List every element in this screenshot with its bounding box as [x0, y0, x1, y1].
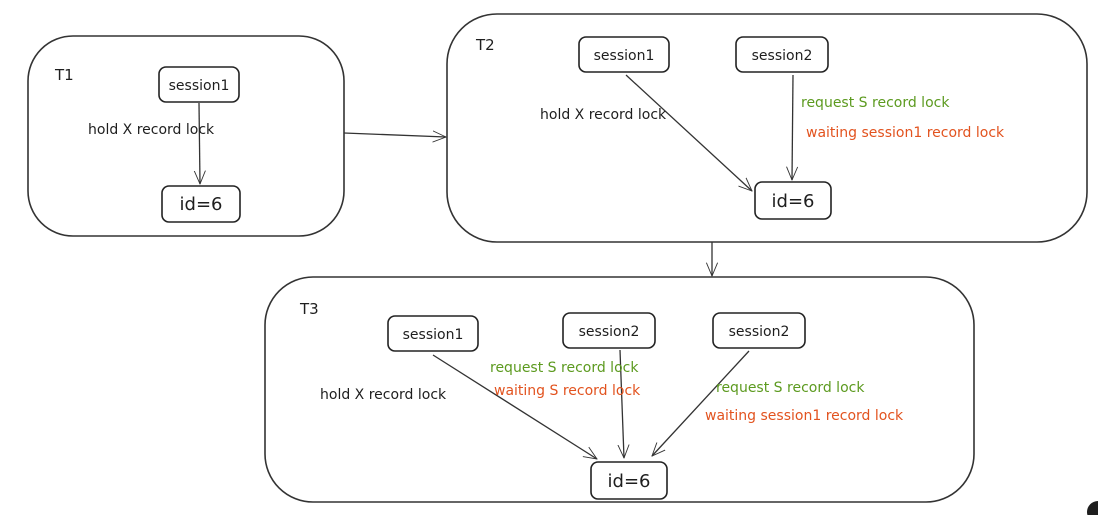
frame-t1: T1 session1 id=6 hold X record lock — [27, 35, 345, 237]
corner-shape-icon — [1087, 501, 1098, 515]
t3-record-label: id=6 — [608, 471, 651, 492]
transition-t1-to-t2 — [343, 133, 446, 137]
t2-annotation-waiting: waiting session1 record lock — [806, 125, 1005, 141]
t3-annotation-waiting-a: waiting S record lock — [494, 383, 641, 399]
frame-t1-title: T1 — [54, 66, 74, 84]
t1-session1-box — [158, 66, 240, 103]
t2-session1-node[interactable]: session1 — [578, 36, 670, 73]
frame-t2: T2 session1 session2 id=6 hold X record … — [446, 13, 1088, 243]
t3-edge-session2a-to-record — [620, 349, 624, 458]
t3-session1-label: session1 — [403, 327, 464, 343]
t3-session1-node[interactable]: session1 — [387, 315, 479, 352]
t1-record-box — [161, 185, 241, 223]
t1-edge-session1-to-record — [199, 102, 200, 184]
t1-record-label: id=6 — [180, 194, 223, 215]
t2-session1-label: session1 — [594, 48, 655, 64]
t2-edge-session2-to-record — [792, 74, 793, 180]
t3-session2-box-b — [712, 312, 806, 349]
t2-session1-box — [578, 36, 670, 73]
t3-session2-label-a: session2 — [579, 324, 640, 340]
t3-record-node[interactable]: id=6 — [590, 461, 668, 500]
t1-record-node[interactable]: id=6 — [161, 185, 241, 223]
t3-annotation-request-a: request S record lock — [490, 360, 639, 376]
t2-record-node[interactable]: id=6 — [754, 181, 832, 220]
t3-session2-box-a — [562, 312, 656, 349]
t3-session1-box — [387, 315, 479, 352]
frame-t3: T3 session1 session2 session2 id=6 hold … — [264, 276, 975, 503]
t3-edge-session2b-to-record — [652, 350, 750, 456]
t3-edge-session1-to-record — [432, 354, 597, 459]
t3-session2-label-b: session2 — [729, 324, 790, 340]
t2-annotation-request: request S record lock — [801, 95, 950, 111]
t2-record-box — [754, 181, 832, 220]
t1-session1-label: session1 — [169, 78, 230, 94]
t1-session1-node[interactable]: session1 — [158, 66, 240, 103]
frame-t1-border — [27, 35, 345, 237]
t1-annotation-hold: hold X record lock — [88, 122, 215, 138]
t3-annotation-hold: hold X record lock — [320, 387, 447, 403]
frame-t2-title: T2 — [475, 36, 495, 54]
t2-edge-session1-to-record — [625, 74, 752, 191]
t3-annotation-waiting-b: waiting session1 record lock — [705, 408, 904, 424]
t3-annotation-request-b: request S record lock — [716, 380, 865, 396]
t3-session2-node-a[interactable]: session2 — [562, 312, 656, 349]
t3-session2-node-b[interactable]: session2 — [712, 312, 806, 349]
t2-session2-box — [735, 36, 829, 73]
frame-t3-title: T3 — [299, 300, 319, 318]
t2-session2-label: session2 — [752, 48, 813, 64]
t2-annotation-hold: hold X record lock — [540, 107, 667, 123]
t2-record-label: id=6 — [772, 191, 815, 212]
t2-session2-node[interactable]: session2 — [735, 36, 829, 73]
t3-record-box — [590, 461, 668, 500]
